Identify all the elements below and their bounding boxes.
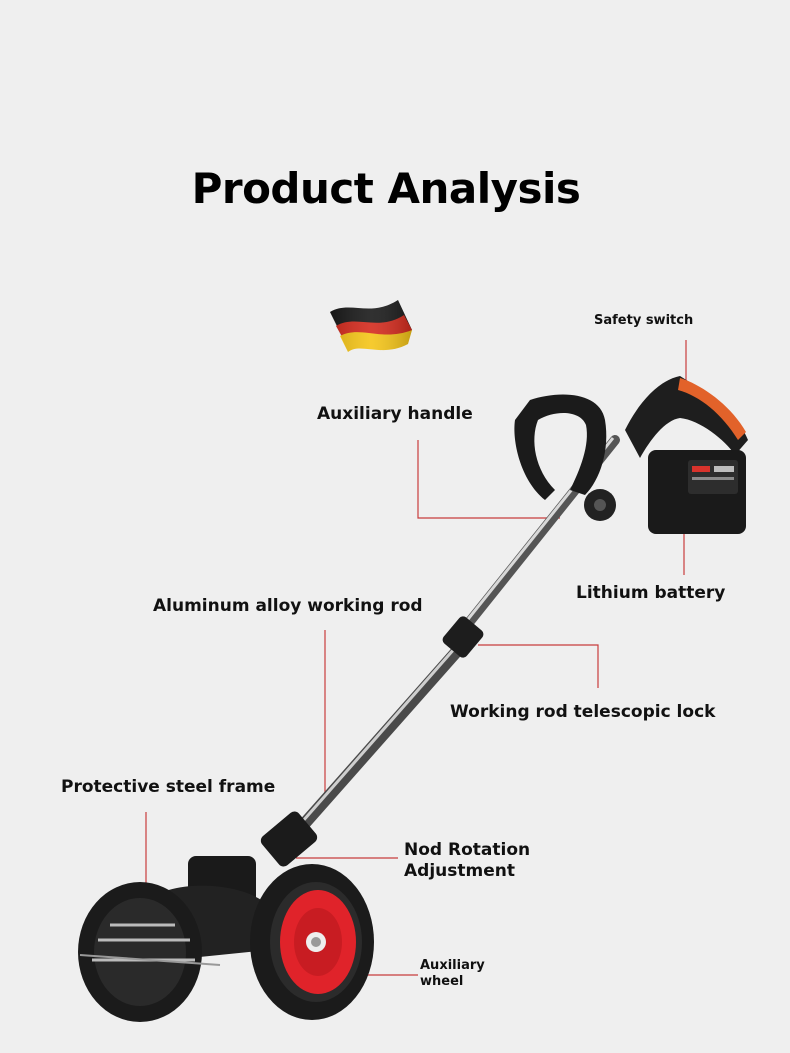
main-handle — [625, 376, 748, 458]
callout-auxiliary-handle — [417, 440, 560, 519]
label-steel-frame: Protective steel frame — [61, 777, 276, 797]
label-working-rod: Aluminum alloy working rod — [153, 596, 423, 616]
lithium-battery — [648, 450, 746, 534]
label-auxiliary-handle: Auxiliary handle — [317, 404, 473, 424]
label-auxiliary-wheel-line1: Auxiliary — [420, 958, 485, 973]
germany-flag-icon — [330, 300, 412, 352]
label-lithium-battery: Lithium battery — [576, 583, 726, 603]
telescopic-lock — [442, 616, 484, 658]
label-auxiliary-wheel: Auxiliary wheel — [420, 958, 485, 991]
working-rod — [284, 435, 620, 846]
auxiliary-handle — [514, 394, 616, 521]
label-nod-rotation-line1: Nod Rotation — [404, 840, 531, 860]
page-title: Product Analysis — [191, 164, 581, 213]
label-nod-rotation-line2: Adjustment — [404, 861, 515, 882]
auxiliary-wheel — [250, 864, 374, 1020]
nod-rotation-joint — [260, 811, 318, 867]
protective-steel-frame — [78, 882, 221, 1022]
callout-telescopic-lock — [478, 644, 599, 688]
label-telescopic-lock: Working rod telescopic lock — [450, 702, 716, 722]
label-auxiliary-wheel-line2: wheel — [420, 974, 464, 990]
label-nod-rotation: Nod Rotation Adjustment — [404, 840, 530, 883]
label-safety-switch: Safety switch — [594, 313, 694, 328]
